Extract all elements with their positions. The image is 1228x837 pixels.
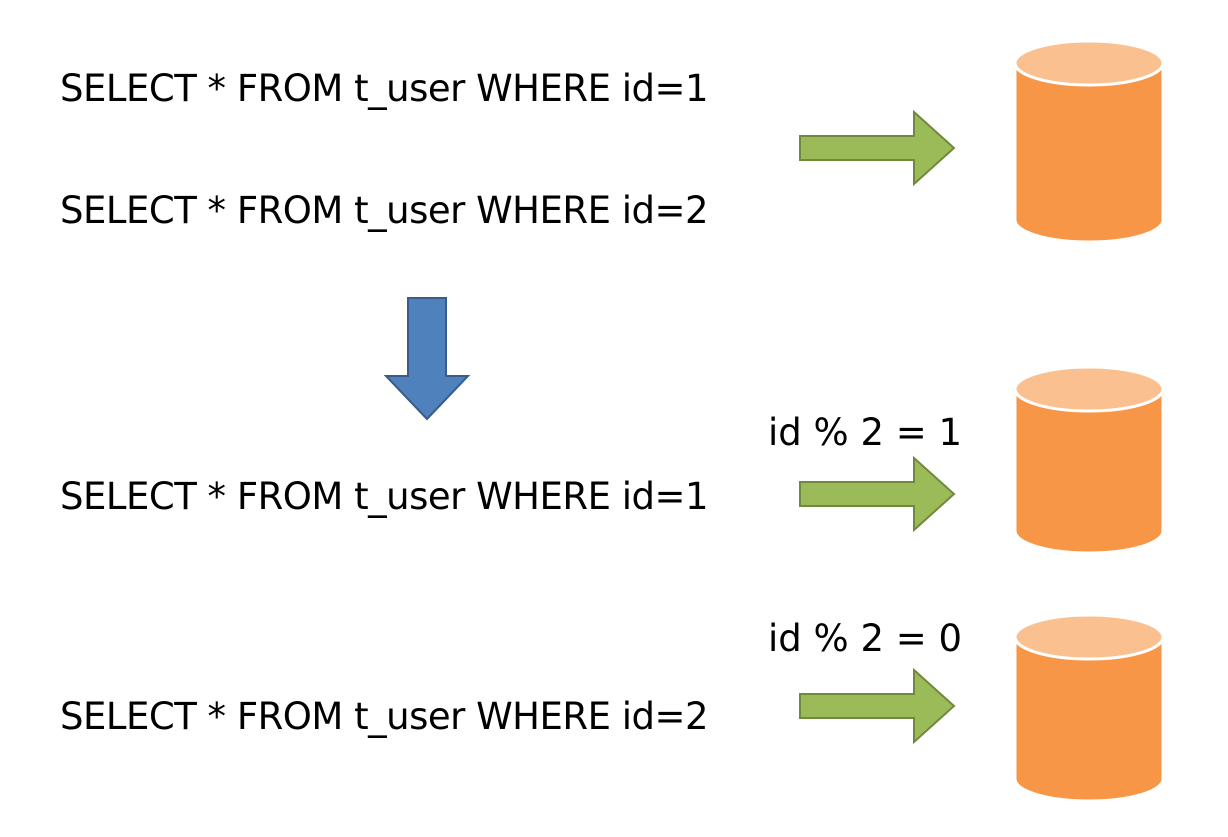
database-body xyxy=(1013,63,1165,244)
database-body xyxy=(1013,637,1165,803)
arrow-right-shape xyxy=(799,667,956,745)
database-top xyxy=(1013,39,1165,87)
arrow-right-icon xyxy=(799,109,956,187)
arrow-right-shape xyxy=(799,109,956,187)
database-body xyxy=(1013,389,1165,555)
arrow-down-shape xyxy=(383,297,471,421)
routing-rule-1: id % 2 = 1 xyxy=(768,411,963,454)
query-before-2: SELECT * FROM t_user WHERE id=2 xyxy=(60,189,709,232)
query-after-1: SELECT * FROM t_user WHERE id=1 xyxy=(60,475,709,518)
database-top xyxy=(1013,365,1165,413)
database-top xyxy=(1013,613,1165,661)
arrow-right-icon xyxy=(799,667,956,745)
database-cylinder-icon xyxy=(1013,613,1165,803)
database-cylinder-icon xyxy=(1013,365,1165,555)
arrow-right-shape xyxy=(799,455,956,533)
query-after-2: SELECT * FROM t_user WHERE id=2 xyxy=(60,695,709,738)
database-cylinder-icon xyxy=(1013,39,1165,244)
routing-rule-2: id % 2 = 0 xyxy=(768,617,963,660)
arrow-down-icon xyxy=(383,297,471,421)
arrow-right-icon xyxy=(799,455,956,533)
query-before-1: SELECT * FROM t_user WHERE id=1 xyxy=(60,67,709,110)
